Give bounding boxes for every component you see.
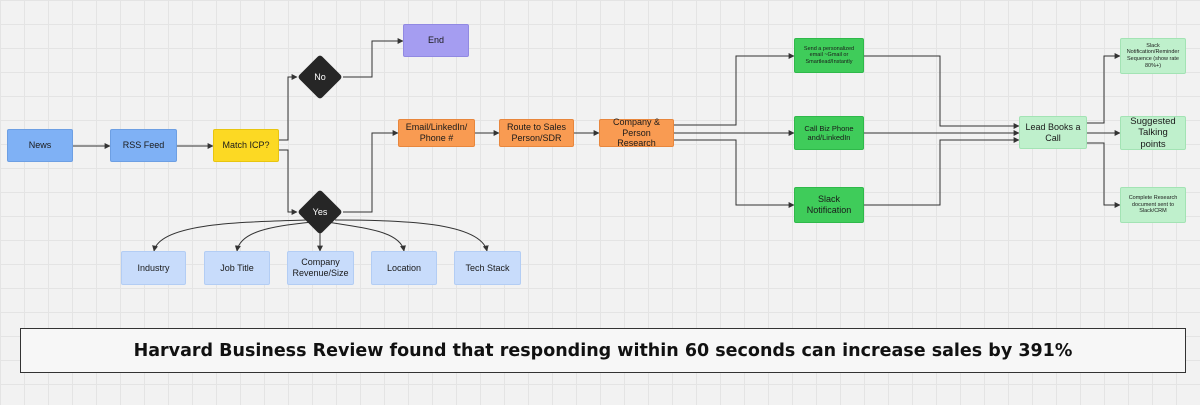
industry-node[interactable]: Industry <box>121 251 186 285</box>
email-linkedin-phone-node[interactable]: Email/LinkedIn/ Phone # <box>398 119 475 147</box>
suggested-talking-points-node[interactable]: Suggested Talking points <box>1120 116 1186 150</box>
lead-books-call-node[interactable]: Lead Books a Call <box>1019 116 1087 149</box>
location-node[interactable]: Location <box>371 251 437 285</box>
edge-no-to-end <box>343 38 404 78</box>
edge-slack-to-lead <box>864 137 1020 206</box>
tech-stack-node[interactable]: Tech Stack <box>454 251 521 285</box>
job-title-node[interactable]: Job Title <box>204 251 270 285</box>
edge-yes-to-industry <box>152 219 307 252</box>
edge-lead-to-research-doc <box>1087 142 1121 208</box>
match-icp-node[interactable]: Match ICP? <box>213 129 279 162</box>
edge-yes-to-email <box>343 130 399 213</box>
edge-match-to-yes <box>279 149 298 215</box>
rss-feed-node[interactable]: RSS Feed <box>110 129 177 162</box>
yes-decision-diamond[interactable]: Yes <box>297 189 343 235</box>
yes-label: Yes <box>312 207 328 217</box>
edge-email-send-to-lead <box>864 55 1020 129</box>
hbr-stat-banner: Harvard Business Review found that respo… <box>20 328 1186 373</box>
complete-research-doc-node[interactable]: Complete Research document sent to Slack… <box>1120 187 1186 223</box>
edge-yes-to-tech-stack <box>334 219 489 252</box>
slack-reminder-sequence-node[interactable]: Slack Notification/Reminder Sequence (sh… <box>1120 38 1186 74</box>
send-personalized-email-node[interactable]: Send a personalized email ~Gmail or Smar… <box>794 38 864 73</box>
news-node[interactable]: News <box>7 129 73 162</box>
company-person-research-node[interactable]: Company & Person Research <box>599 117 674 148</box>
slack-notification-node[interactable]: Slack Notification <box>794 187 864 223</box>
end-node[interactable]: End <box>403 24 469 57</box>
company-revenue-node[interactable]: Company Revenue/Size <box>287 251 354 285</box>
route-to-sales-node[interactable]: Route to Sales Person/SDR <box>499 119 574 147</box>
edge-research-to-email-send <box>674 53 795 126</box>
no-label: No <box>314 72 326 82</box>
edge-match-to-no <box>279 74 298 141</box>
edge-research-to-slack <box>674 139 795 208</box>
edge-lead-to-reminder <box>1087 53 1121 124</box>
no-decision-diamond[interactable]: No <box>297 54 343 100</box>
call-biz-phone-node[interactable]: Call Biz Phone and/LinkedIn <box>794 116 864 150</box>
